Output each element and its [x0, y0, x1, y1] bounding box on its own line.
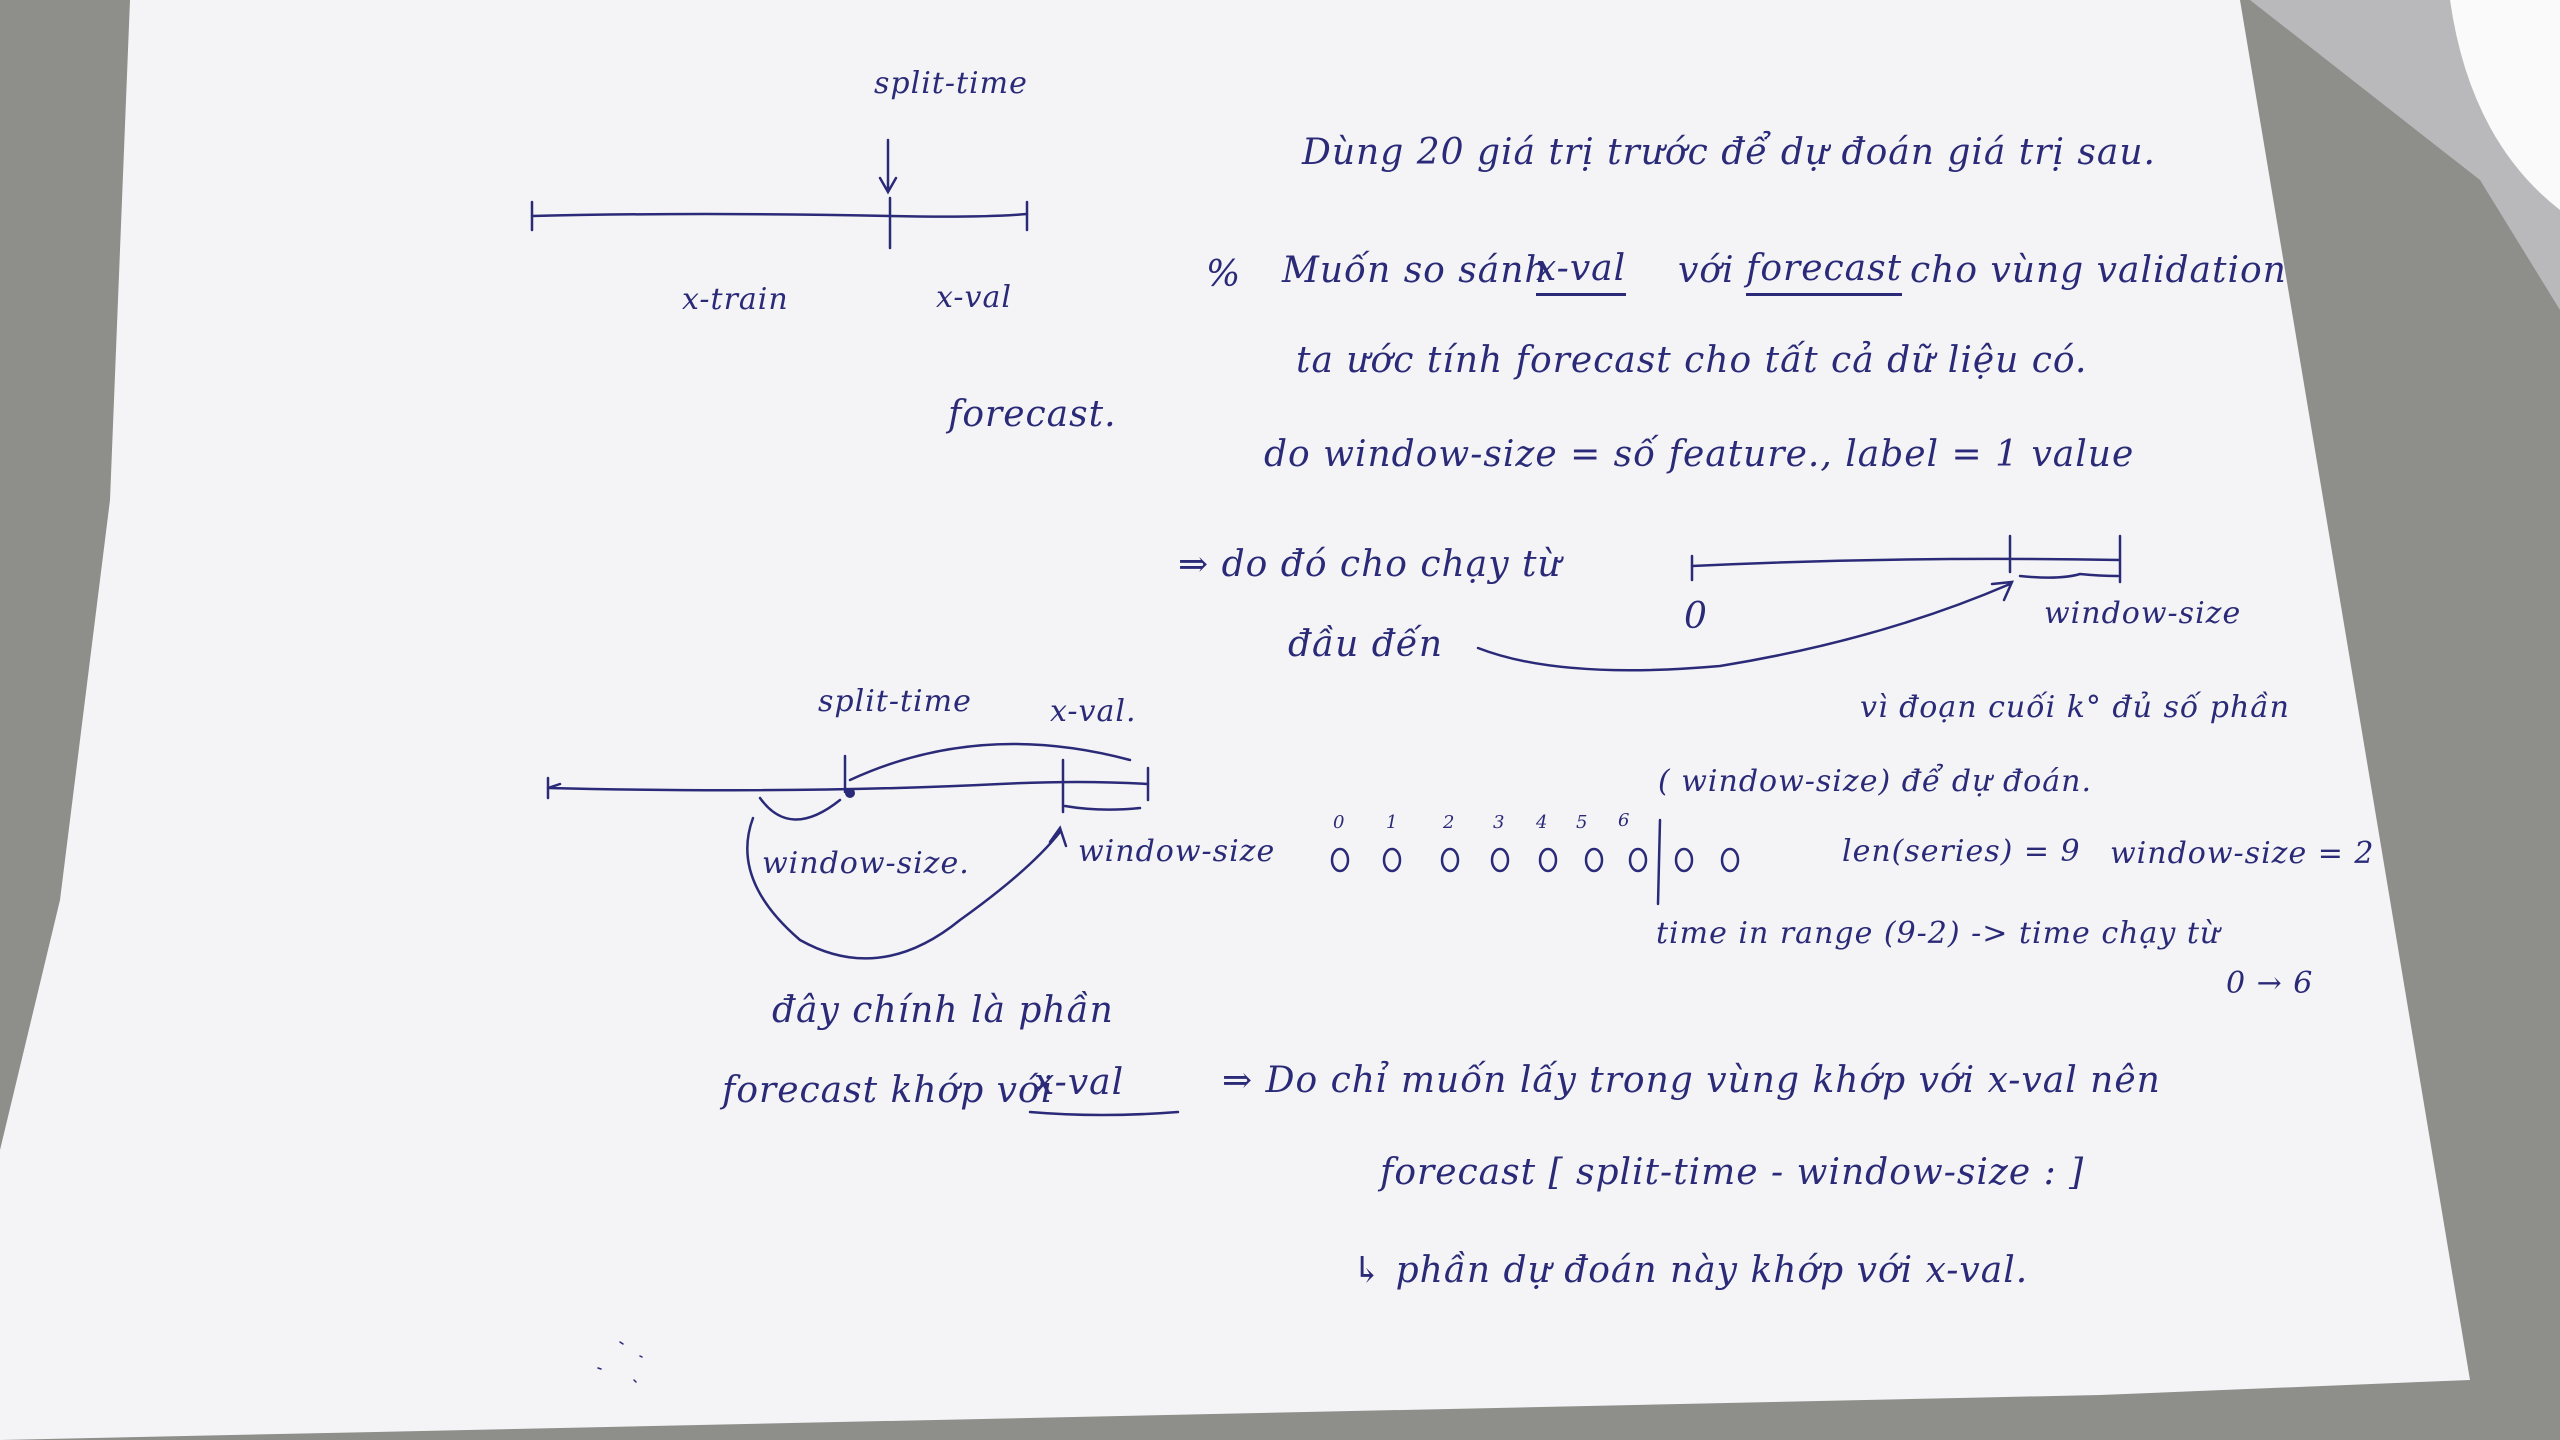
- paper-sheet: [0, 0, 2470, 1440]
- conclusion-line-1: ⇒ Do chỉ muốn lấy trong vùng khớp với x-…: [1222, 1060, 2161, 1101]
- lower-timeline-diagram: [546, 742, 1180, 1117]
- circle-0: [1330, 847, 1350, 873]
- top-split-time-label: split-time: [874, 66, 1028, 101]
- circle-1: [1382, 847, 1402, 873]
- note-line-3: ta ước tính forecast cho tất cả dữ liệu …: [1296, 340, 2088, 381]
- index-2: 2: [1443, 812, 1456, 833]
- caption-line-2b: x-val: [1034, 1062, 1125, 1103]
- top-timeline-diagram: [530, 138, 1029, 250]
- top-x-val-label: x-val: [936, 280, 1012, 315]
- note-line-7: vì đoạn cuối k° đủ số phần: [1860, 690, 2290, 725]
- circle-3: [1490, 847, 1510, 873]
- note-line-2c: với: [1678, 250, 1735, 291]
- top-timeline-axis: [530, 212, 1029, 218]
- caption-line-1: đây chính là phần: [772, 990, 1114, 1031]
- circle-7: [1674, 847, 1694, 873]
- time-range-text: time in range (9-2) -> time chạy từ: [1656, 916, 2221, 951]
- range-result-text: 0 → 6: [2226, 966, 2314, 1001]
- left-window-brace: [758, 796, 842, 821]
- note-line-2a: Muốn so sánh: [1282, 250, 1549, 291]
- window-size-demo-label: window-size: [2044, 596, 2242, 631]
- note-line-4: do window-size = số feature., label = 1 …: [1264, 434, 2135, 475]
- circle-2: [1440, 847, 1460, 873]
- bullet-mark: %: [1206, 254, 1242, 295]
- note-line-2b: x-val: [1536, 248, 1627, 296]
- window-demo-axis: [1690, 557, 2122, 568]
- paper-specks: [597, 1341, 643, 1383]
- x-val-bracket: [848, 742, 1132, 782]
- window-demo-diagram: [1476, 534, 2122, 672]
- lower-timeline-axis: [546, 780, 1150, 792]
- split-bar: [1656, 818, 1662, 906]
- left-window-label: window-size.: [762, 846, 970, 881]
- index-1: 1: [1386, 812, 1399, 833]
- circle-8: [1720, 847, 1740, 873]
- window-value-text: window-size = 2: [2110, 836, 2375, 871]
- index-0: 0: [1333, 812, 1346, 833]
- forecast-label: forecast.: [948, 394, 1117, 435]
- range-arrow-icon: [1476, 580, 2015, 672]
- lower-x-val-label: x-val.: [1050, 694, 1137, 729]
- xval-underline: [1028, 1110, 1180, 1117]
- circle-5: [1584, 847, 1604, 873]
- note-line-8: ( window-size) để dự đoán.: [1658, 764, 2092, 799]
- conclusion-line-3: ↳ phần dự đoán này khớp với x-val.: [1352, 1250, 2029, 1291]
- index-6: 6: [1618, 810, 1631, 831]
- len-series-text: len(series) = 9: [1842, 834, 2081, 869]
- right-window-label: window-size: [1078, 834, 1276, 869]
- split-arrow-icon: [878, 138, 898, 195]
- zero-label: 0: [1684, 596, 1708, 637]
- caption-line-2a: forecast khớp với: [722, 1070, 1054, 1111]
- x-train-label: x-train: [682, 282, 789, 317]
- note-line-2e: cho vùng validation: [1910, 250, 2287, 291]
- index-5: 5: [1576, 812, 1589, 833]
- circle-6: [1628, 847, 1648, 873]
- second-sheet-corner: [2450, 0, 2560, 210]
- note-line-2d: forecast: [1746, 248, 1903, 296]
- lower-tick-start: [546, 776, 562, 800]
- window-squiggle: [2018, 572, 2120, 579]
- note-line-1: Dùng 20 giá trị trước để dự đoán giá trị…: [1302, 132, 2156, 173]
- circle-4: [1538, 847, 1558, 873]
- right-window-brace: [1063, 804, 1142, 811]
- split-dot: [845, 788, 855, 798]
- note-line-6: đầu đến: [1288, 624, 1444, 665]
- lower-split-time-label: split-time: [818, 684, 972, 719]
- index-3: 3: [1493, 812, 1506, 833]
- circles-demo-shapes: [1330, 818, 1740, 906]
- loop-arrow-icon: [746, 816, 1068, 960]
- note-line-5: ⇒ do đó cho chạy từ: [1178, 544, 1562, 585]
- conclusion-line-2: forecast [ split-time - window-size : ]: [1380, 1152, 2085, 1193]
- index-4: 4: [1536, 812, 1549, 833]
